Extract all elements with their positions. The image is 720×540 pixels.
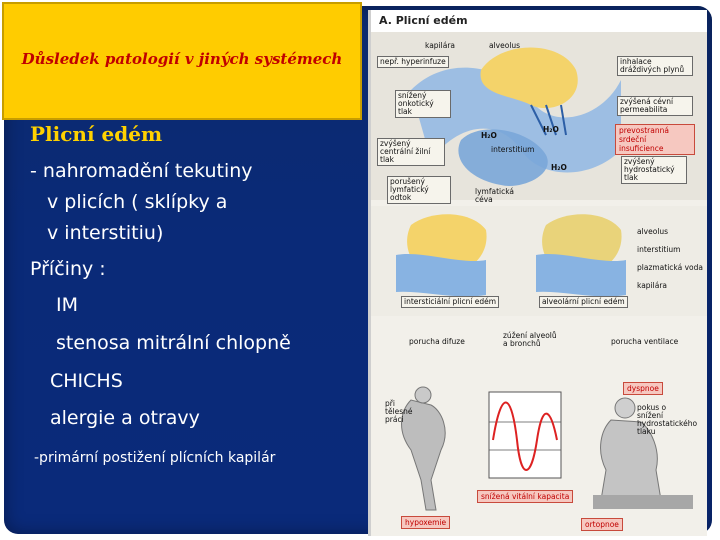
bullet-line: Příčiny : — [30, 258, 106, 280]
label-zuzeni: zúžení alveolů a bronchů — [503, 331, 557, 348]
label-hypoxemie: hypoxemie — [401, 516, 451, 529]
slide-heading: Plicní edém — [30, 122, 163, 146]
bullet-line: stenosa mitrální chlopně — [56, 332, 291, 354]
label-plazmaticka-voda: plazmatická voda — [637, 263, 704, 272]
label-dyspnoe: dyspnoe — [623, 382, 663, 395]
label-zvysena-propustnost: zvýšená cévní permeabilita — [617, 96, 693, 116]
label-pokus: pokus o snížení hydrostatického tlaku — [637, 403, 698, 436]
bullet-line: v plicích ( sklípky a — [47, 191, 228, 213]
label-prevostranna: prevostranná srdeční insuficience — [615, 124, 695, 155]
footnote: -primární postižení plícních kapilár — [34, 450, 276, 466]
label-alveolus-2: alveolus — [637, 227, 669, 236]
label-h2o: H₂O — [551, 163, 567, 172]
label-snizena-kapacita: snížená vitální kapacita — [477, 490, 574, 503]
bullet-line: IM — [56, 294, 78, 316]
bullet-line: CHICHS — [50, 370, 123, 392]
label-zvyseny-centralni: zvýšený centrální žilní tlak — [377, 138, 445, 166]
label-alveolarni-edem: alveolární plicní edém — [539, 296, 628, 308]
label-zvyseny-hydrostaticky: zvýšený hydrostatický tlak — [621, 156, 687, 184]
label-kapilara-2: kapilára — [637, 281, 668, 290]
label-alveolus: alveolus — [489, 41, 521, 50]
label-kapilara: kapilára — [425, 41, 456, 50]
label-h2o: H₂O — [481, 131, 497, 140]
bullet-line: - nahromadění tekutiny — [30, 160, 253, 182]
label-interstitium-2: interstitium — [637, 245, 681, 254]
slide-title: Důsledek patologií v jiných systémech — [21, 50, 343, 68]
label-nepri-hyperinfuze: nepř. hyperinfuze — [377, 56, 449, 68]
label-ortopnoe: ortopnoe — [581, 518, 623, 531]
figure-drawing — [371, 32, 707, 511]
pulmonary-edema-figure: A. Plicní edém kapilára alveolus nepř. h… — [368, 10, 707, 536]
bullet-line: alergie a otravy — [50, 407, 200, 429]
label-snizeny-onkoticky: snížený onkotický tlak — [395, 90, 451, 118]
label-poruseny-lymfaticky: porušený lymfatický odtok — [387, 176, 451, 204]
label-h2o: H₂O — [543, 125, 559, 134]
label-lymfaticka-ceva: lymfatická céva — [475, 187, 515, 204]
label-porucha-ventilace: porucha ventilace — [611, 337, 679, 346]
figure-title-bar: A. Plicní edém — [371, 10, 707, 32]
label-pri-telesne-praci: při tělesné práci — [385, 399, 413, 424]
label-interstitium: interstitium — [491, 145, 535, 154]
label-porucha-difuze: porucha difuze — [409, 337, 465, 346]
label-inhalace: inhalace dráždivých plynů — [617, 56, 693, 76]
bullet-line: v interstitiu) — [47, 222, 164, 244]
label-intersticialni-edem: intersticiální plicní edém — [401, 296, 500, 308]
title-box: Důsledek patologií v jiných systémech — [2, 2, 362, 120]
figure-title: A. Plicní edém — [379, 14, 468, 27]
